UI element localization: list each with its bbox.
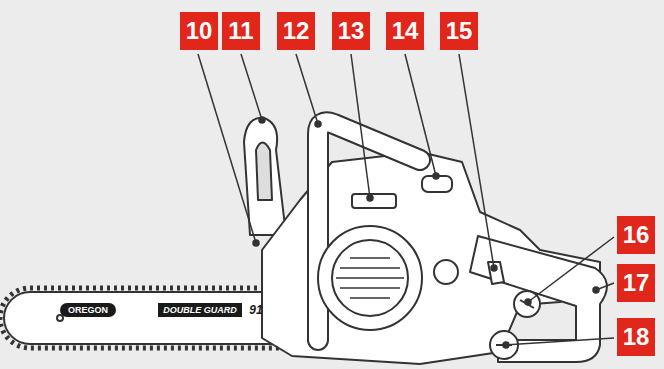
callout-number: 16 (617, 216, 655, 254)
model-number: 91 (249, 303, 262, 317)
callout-number: 14 (386, 12, 424, 50)
product-name: DOUBLE GUARD (158, 303, 242, 317)
callout-number: 11 (222, 12, 260, 50)
callout-number: 17 (617, 264, 655, 302)
callout-number: 10 (180, 12, 218, 50)
callout-number: 18 (617, 318, 655, 356)
callout-number: 13 (332, 12, 370, 50)
callout-number: 12 (277, 12, 315, 50)
callout-number: 15 (440, 12, 478, 50)
brand-logo: OREGON (60, 303, 116, 317)
